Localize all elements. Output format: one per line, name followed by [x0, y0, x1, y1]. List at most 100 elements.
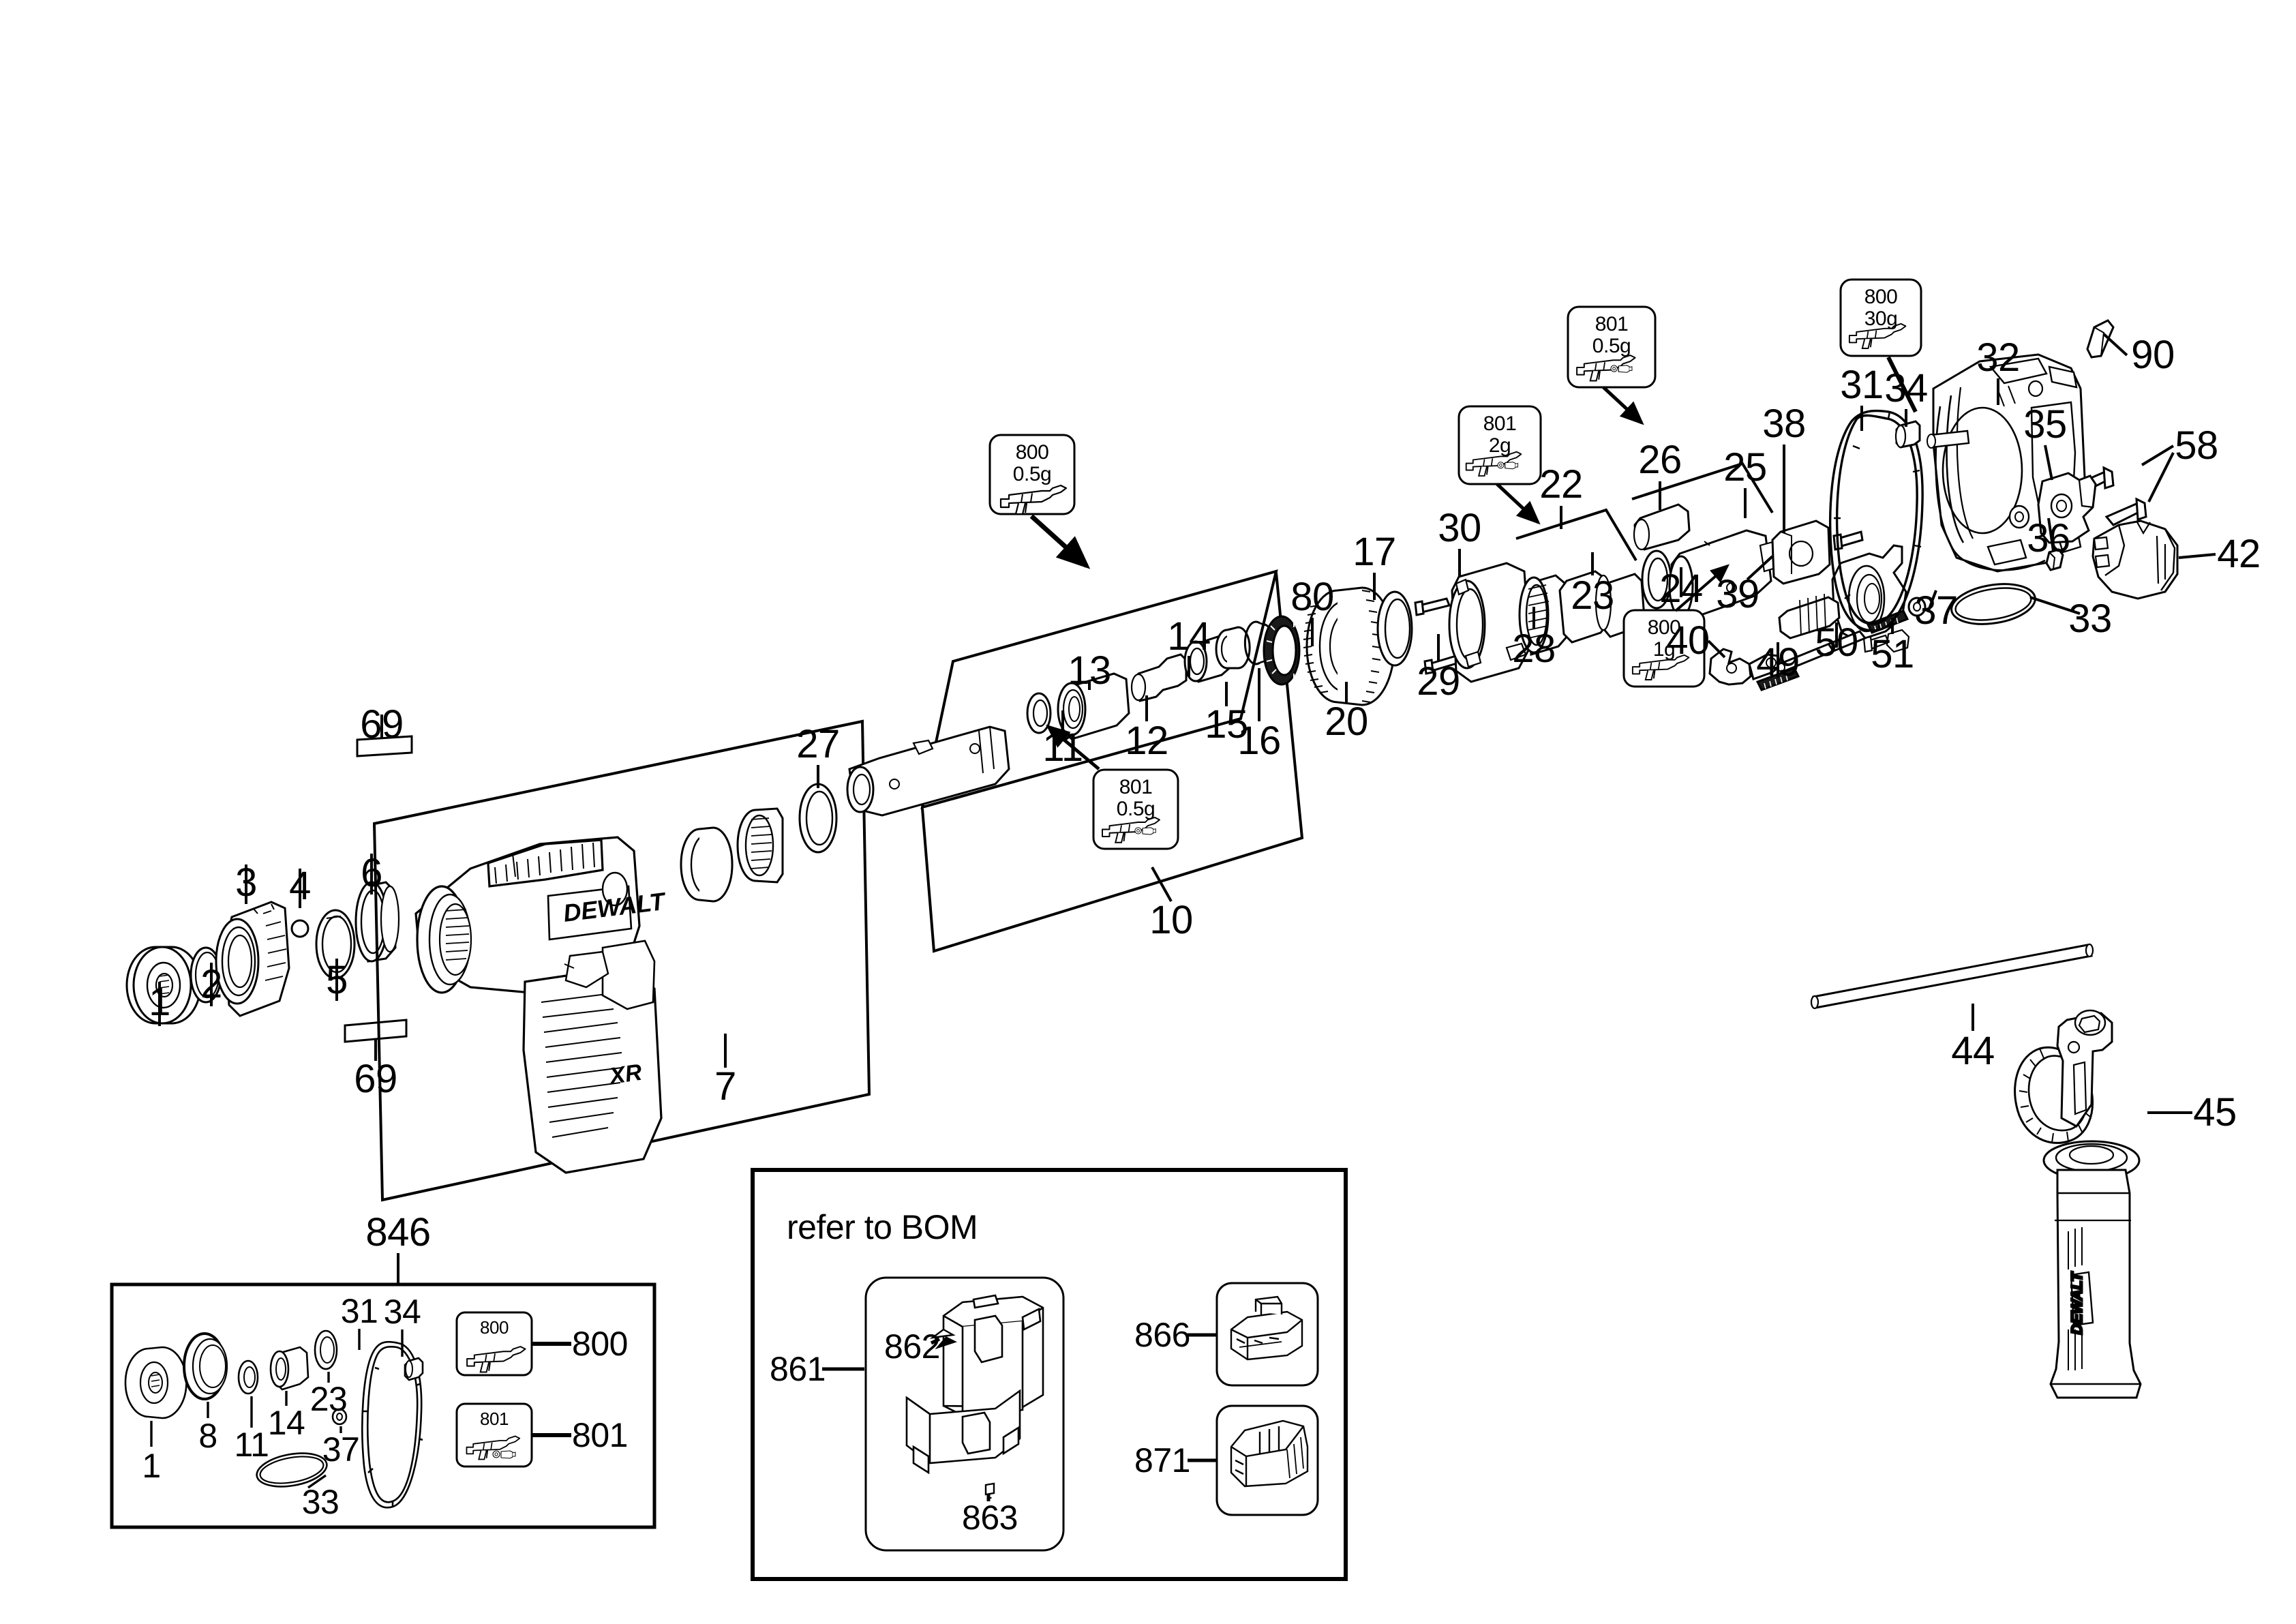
- part-30-gear-case: [1448, 562, 1531, 683]
- tool-case-icon: [905, 1294, 1044, 1475]
- callout-50: 50: [1815, 620, 1858, 665]
- xr-wordmark: XR: [607, 1059, 644, 1090]
- bom-callout-871: 871: [1134, 1441, 1190, 1479]
- grease-amount-0.5g: 0.5g: [1116, 798, 1155, 820]
- inset-bom-box: [751, 1168, 1348, 1581]
- grease-code-801: 801: [1119, 776, 1153, 798]
- part-45-side-handle: DEWALT: [2014, 1009, 2142, 1399]
- callout-4: 4: [289, 864, 311, 908]
- grease-box-801-2g: [1457, 405, 1542, 525]
- callout-31: 31: [1840, 363, 1884, 407]
- callout-44: 44: [1951, 1029, 1995, 1073]
- callout-32: 32: [1976, 335, 2020, 380]
- callout-45: 45: [2193, 1090, 2237, 1134]
- callout-37: 37: [1914, 588, 1958, 633]
- callout-23: 23: [1571, 573, 1614, 618]
- callout-30: 30: [1438, 506, 1481, 550]
- part-3-chuck-sleeve: [215, 901, 290, 1017]
- callout-1: 1: [149, 980, 170, 1024]
- callout-35: 35: [2023, 402, 2067, 447]
- callout-80: 80: [1290, 575, 1334, 619]
- inset846-callout-11: 11: [234, 1426, 269, 1464]
- grease-amount-1g: 1g: [1652, 638, 1676, 661]
- callout-13: 13: [1068, 648, 1111, 693]
- part-31-gasket: [1828, 409, 1924, 632]
- callout-11: 11: [1042, 725, 1083, 770]
- bracket-22: [1515, 508, 1637, 562]
- bom-icon-863-marker: [984, 1482, 995, 1496]
- grease-box-800-1g: [1622, 564, 1730, 688]
- callout-22: 22: [1539, 462, 1583, 507]
- inset846-callout-37: 37: [322, 1430, 360, 1469]
- inset-part-1: [124, 1346, 187, 1419]
- chuck-assembly-group: [125, 881, 400, 1025]
- inset-part-23: [314, 1329, 338, 1370]
- bracket-26: [1631, 462, 1774, 514]
- callout-12: 12: [1125, 719, 1168, 763]
- inset-bom-leaders: [822, 1333, 1216, 1501]
- callout-69: 69: [354, 1057, 397, 1101]
- part-25-block: [1771, 520, 1831, 585]
- grease-code-801: 801: [1483, 412, 1517, 435]
- grease-code-800: 800: [1015, 441, 1049, 464]
- bearings-group: [680, 783, 838, 903]
- inset-bom-subboxes: [864, 1276, 1319, 1552]
- part-49-spring: [1755, 667, 1800, 691]
- callout-25: 25: [1723, 445, 1767, 490]
- callout-2: 2: [200, 962, 222, 1006]
- callout-846: 846: [365, 1210, 431, 1254]
- callout-33: 33: [2068, 597, 2112, 641]
- bom-callout-861: 861: [770, 1350, 826, 1388]
- svg-text:DEWALT: DEWALT: [2068, 1272, 2085, 1335]
- frame-box-10: [920, 569, 1304, 953]
- inset-846-parts: [124, 1329, 424, 1509]
- grease-callout-boxes: [988, 278, 1922, 850]
- callout-34: 34: [1884, 366, 1928, 410]
- part-17-washer: [1376, 590, 1413, 667]
- part-50-rod: [1777, 630, 1867, 672]
- inset-part-8: [183, 1332, 228, 1400]
- leader-lines-left: [158, 715, 383, 1061]
- part-37-bushing: [1907, 597, 1927, 617]
- callout-20: 20: [1325, 700, 1368, 744]
- battery-icon: [1230, 1419, 1309, 1488]
- part-36-pin: [2045, 548, 2064, 571]
- leader-lines-right: [397, 333, 2216, 1284]
- tool-body: [414, 836, 663, 1174]
- part-40-lever: [1708, 648, 1782, 686]
- grease-box-801-0.5g-a: [1046, 724, 1179, 850]
- callout-29: 29: [1417, 659, 1460, 704]
- callout-17: 17: [1353, 530, 1396, 574]
- callout-28: 28: [1512, 627, 1556, 671]
- part-33-oring: [1950, 583, 2036, 625]
- inset-part-14: [269, 1346, 309, 1391]
- part-12-pin: [1130, 653, 1188, 702]
- bom-callout-866: 866: [1134, 1316, 1190, 1354]
- callout-58: 58: [2175, 423, 2218, 468]
- bom-icon-862-arrow: [929, 1328, 957, 1350]
- callout-24: 24: [1659, 567, 1703, 611]
- inset846-callout-34: 34: [383, 1293, 421, 1331]
- part-11-washer: [1026, 692, 1052, 734]
- callout-5: 5: [326, 958, 348, 1002]
- callout-51: 51: [1871, 632, 1914, 676]
- part-29-screws: [1414, 597, 1461, 675]
- callout-42: 42: [2217, 532, 2261, 576]
- drive-group: [1558, 503, 1927, 691]
- callout-39: 39: [1716, 572, 1759, 616]
- grease-code-800: 800: [1647, 616, 1681, 639]
- callout-26: 26: [1638, 438, 1682, 482]
- inset846-legend-code-800: 800: [480, 1317, 509, 1338]
- callout-90: 90: [2131, 333, 2175, 377]
- grease-box-800-30g: [1839, 278, 1922, 413]
- inset846-legend-label-801: 801: [572, 1416, 628, 1454]
- part-26-pin: [1633, 503, 1691, 551]
- gear-group: [1263, 562, 1569, 706]
- callout-36: 36: [2027, 516, 2070, 560]
- part-6-bearing-ring: [354, 881, 400, 963]
- part-69-labels: [344, 735, 413, 1043]
- side-handle-group: DEWALT: [1810, 943, 2142, 1399]
- bom-callout-862: 862: [884, 1327, 940, 1366]
- grease-amount-0.5g: 0.5g: [1012, 463, 1052, 485]
- callout-10: 10: [1149, 898, 1193, 942]
